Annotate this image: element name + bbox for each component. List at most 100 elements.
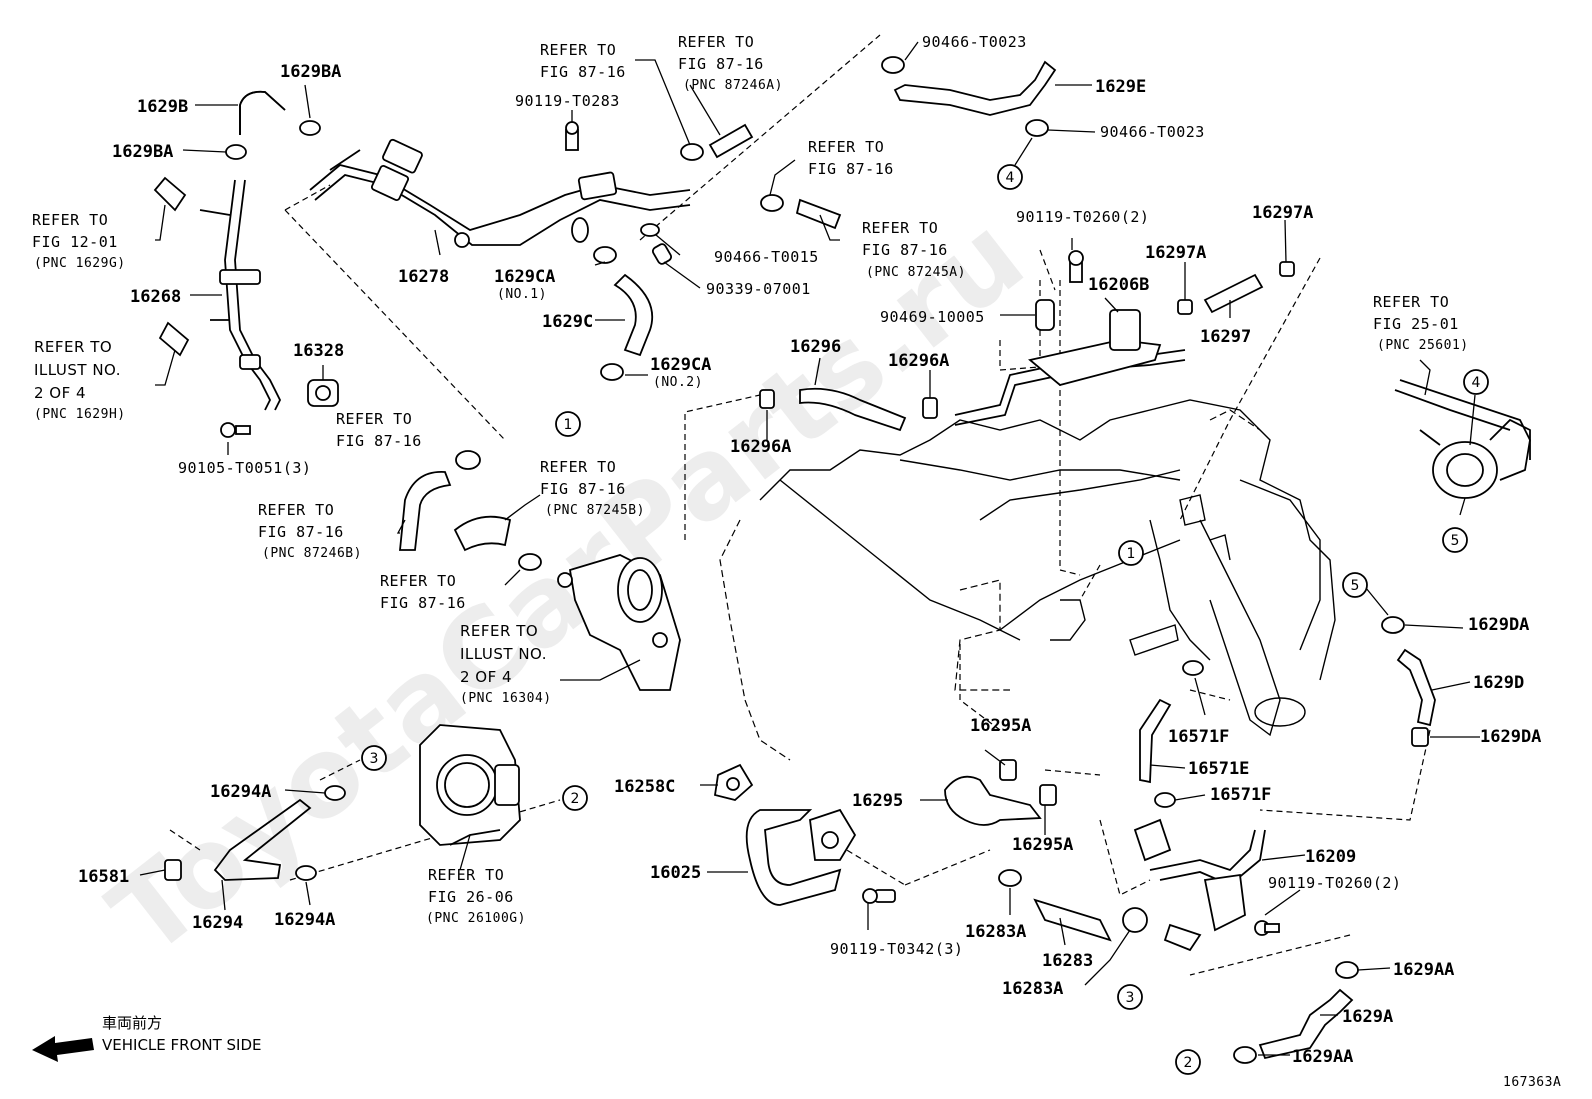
svg-text:FIG 25-01: FIG 25-01: [1373, 315, 1459, 333]
ref-fig-25-01[interactable]: REFER TO FIG 25-01 (PNC 25601): [1373, 293, 1469, 353]
label-16571F-bottom[interactable]: 16571F: [1210, 785, 1271, 805]
label-16258C[interactable]: 16258C: [614, 777, 675, 797]
svg-text:REFER TO: REFER TO: [1373, 293, 1449, 311]
ref-illust-2of4-1629H[interactable]: REFER TO ILLUST NO. 2 OF 4 (PNC 1629H): [34, 338, 126, 422]
ref-fig-87-16-top[interactable]: REFER TO FIG 87-16: [540, 41, 626, 81]
svg-text:REFER TO: REFER TO: [380, 572, 456, 590]
ref-illust-2of4-16304[interactable]: REFER TO ILLUST NO. 2 OF 4 (PNC 16304): [460, 622, 552, 706]
svg-text:2: 2: [1184, 1055, 1193, 1071]
ref-fig-12-01[interactable]: REFER TO FIG 12-01 (PNC 1629G): [32, 211, 126, 271]
label-16295A-bottom[interactable]: 16295A: [1012, 835, 1073, 855]
svg-text:(PNC 1629H): (PNC 1629H): [34, 407, 126, 422]
vehicle-front-jp: 車両前方: [102, 1014, 162, 1032]
label-16294[interactable]: 16294: [192, 913, 243, 933]
svg-text:FIG 26-06: FIG 26-06: [428, 888, 514, 906]
label-16295[interactable]: 16295: [852, 791, 903, 811]
label-16571F-top[interactable]: 16571F: [1168, 727, 1229, 747]
label-90466-T0015[interactable]: 90466-T0015: [714, 248, 819, 266]
label-16571E[interactable]: 16571E: [1188, 759, 1249, 779]
svg-text:1: 1: [1127, 546, 1136, 562]
label-90339-07001[interactable]: 90339-07001: [706, 280, 811, 298]
svg-text:(PNC 25601): (PNC 25601): [1377, 338, 1469, 353]
label-1629A[interactable]: 1629A: [1342, 1007, 1393, 1027]
svg-text:(PNC 1629G): (PNC 1629G): [34, 256, 126, 271]
label-16206B[interactable]: 16206B: [1088, 275, 1149, 295]
part-labels: 1629BA 1629B 1629BA 16268 16278 16328 90…: [78, 33, 1541, 1067]
label-90469-10005[interactable]: 90469-10005: [880, 308, 985, 326]
ref-fig-87-16-87245B[interactable]: REFER TO FIG 87-16 (PNC 87245B): [540, 458, 645, 518]
svg-text:FIG 87-16: FIG 87-16: [808, 160, 894, 178]
svg-text:REFER TO: REFER TO: [336, 410, 412, 428]
label-90119-T0260-top[interactable]: 90119-T0260(2): [1016, 208, 1149, 226]
svg-text:REFER TO: REFER TO: [540, 458, 616, 476]
svg-text:ILLUST NO.: ILLUST NO.: [34, 361, 121, 379]
label-1629E[interactable]: 1629E: [1095, 77, 1146, 97]
ref-fig-87-16-mid[interactable]: REFER TO FIG 87-16: [808, 138, 894, 178]
label-16209[interactable]: 16209: [1305, 847, 1356, 867]
svg-text:(PNC 87245A): (PNC 87245A): [866, 265, 966, 280]
label-16294A-bottom[interactable]: 16294A: [274, 910, 335, 930]
label-16581[interactable]: 16581: [78, 867, 129, 887]
label-1629DA-bottom[interactable]: 1629DA: [1480, 727, 1541, 747]
label-16297A-a[interactable]: 16297A: [1145, 243, 1206, 263]
ref-fig-87-16-lower[interactable]: REFER TO FIG 87-16: [380, 572, 466, 612]
svg-text:FIG 87-16: FIG 87-16: [380, 594, 466, 612]
ref-fig-87-16-87245A[interactable]: REFER TO FIG 87-16 (PNC 87245A): [862, 219, 966, 280]
parts-artwork: [153, 56, 1531, 1064]
label-16294A-top[interactable]: 16294A: [210, 782, 271, 802]
svg-text:REFER TO: REFER TO: [428, 866, 504, 884]
ref-fig-26-06[interactable]: REFER TO FIG 26-06 (PNC 26100G): [426, 866, 526, 926]
label-16283[interactable]: 16283: [1042, 951, 1093, 971]
marker-3-bottom: 3: [1117, 984, 1143, 1010]
label-1629CA-no2[interactable]: 1629CA: [650, 355, 711, 375]
label-16297A-b[interactable]: 16297A: [1252, 203, 1313, 223]
label-1629CA-no1-note: (NO.1): [497, 287, 547, 302]
ref-fig-87-16-left[interactable]: REFER TO FIG 87-16: [336, 410, 422, 450]
ref-fig-87-16-87246B[interactable]: REFER TO FIG 87-16 (PNC 87246B): [258, 501, 362, 561]
label-1629B[interactable]: 1629B: [137, 97, 188, 117]
svg-text:(PNC 87245B): (PNC 87245B): [545, 503, 645, 518]
label-16328[interactable]: 16328: [293, 341, 344, 361]
label-16268[interactable]: 16268: [130, 287, 181, 307]
label-16025[interactable]: 16025: [650, 863, 701, 883]
front-arrow-icon: [32, 1036, 94, 1062]
label-1629AA-bottom[interactable]: 1629AA: [1292, 1047, 1353, 1067]
label-16278[interactable]: 16278: [398, 267, 449, 287]
label-90105-T0051[interactable]: 90105-T0051(3): [178, 459, 311, 477]
svg-text:REFER TO: REFER TO: [32, 211, 108, 229]
svg-text:(PNC 87246A): (PNC 87246A): [683, 78, 783, 93]
label-1629D[interactable]: 1629D: [1473, 673, 1524, 693]
label-16296A-left[interactable]: 16296A: [730, 437, 791, 457]
label-90466-T0023-bottom[interactable]: 90466-T0023: [1100, 123, 1205, 141]
svg-text:REFER TO: REFER TO: [808, 138, 884, 156]
label-16295A-top[interactable]: 16295A: [970, 716, 1031, 736]
label-16283A-top[interactable]: 16283A: [965, 922, 1026, 942]
svg-text:(PNC 26100G): (PNC 26100G): [426, 911, 526, 926]
label-1629BA-left[interactable]: 1629BA: [112, 142, 173, 162]
label-1629AA-top[interactable]: 1629AA: [1393, 960, 1454, 980]
label-1629CA-no2-note: (NO.2): [653, 375, 703, 390]
svg-text:5: 5: [1451, 533, 1460, 549]
svg-text:FIG 87-16: FIG 87-16: [336, 432, 422, 450]
svg-text:4: 4: [1006, 170, 1015, 186]
leader-dashes: [169, 34, 1431, 976]
label-1629C[interactable]: 1629C: [542, 312, 593, 332]
svg-text:5: 5: [1351, 578, 1360, 594]
svg-text:REFER TO: REFER TO: [258, 501, 334, 519]
label-90119-T0260-bottom[interactable]: 90119-T0260(2): [1268, 874, 1401, 892]
label-90119-T0342[interactable]: 90119-T0342(3): [830, 940, 963, 958]
label-90119-T0283[interactable]: 90119-T0283: [515, 92, 620, 110]
ref-fig-87-16-87246A[interactable]: REFER TO FIG 87-16 (PNC 87246A): [678, 33, 783, 93]
label-16283A-bottom[interactable]: 16283A: [1002, 979, 1063, 999]
marker-1-engine: 1: [1118, 540, 1144, 566]
label-1629CA-no1[interactable]: 1629CA: [494, 267, 555, 287]
label-16296[interactable]: 16296: [790, 337, 841, 357]
svg-text:REFER TO: REFER TO: [540, 41, 616, 59]
label-16297[interactable]: 16297: [1200, 327, 1251, 347]
label-90466-T0023-top[interactable]: 90466-T0023: [922, 33, 1027, 51]
label-1629BA-top[interactable]: 1629BA: [280, 62, 341, 82]
label-16296A-right[interactable]: 16296A: [888, 351, 949, 371]
vehicle-front-indicator: 車両前方 VEHICLE FRONT SIDE: [32, 1014, 262, 1062]
label-1629DA-top[interactable]: 1629DA: [1468, 615, 1529, 635]
